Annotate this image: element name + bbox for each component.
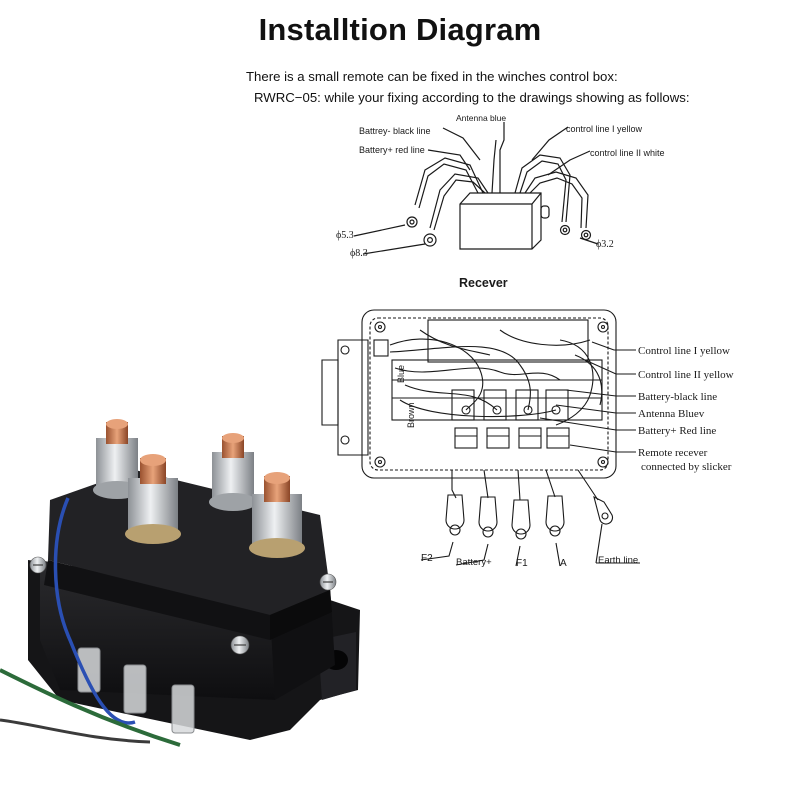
wire-battery-neg bbox=[414, 157, 484, 206]
callout-remote-1: Remote recever bbox=[638, 447, 708, 459]
terminal-post bbox=[209, 433, 257, 511]
label-control-2: control line II white bbox=[590, 148, 665, 158]
dim-left-bottom: ϕ8.3 bbox=[350, 248, 368, 259]
ring-terminal-battery bbox=[478, 496, 498, 532]
terminal-label-earth: Earth line bbox=[598, 555, 638, 566]
ring-terminal bbox=[559, 224, 571, 236]
callout-remote-2: connected by slicker bbox=[641, 461, 732, 473]
terminal-label-a: A bbox=[560, 558, 567, 569]
remote-labels: Antenna blue Battrey- black line Battery… bbox=[336, 113, 665, 290]
green-wire bbox=[0, 668, 181, 747]
intro-line-2: RWRC−05: while your fixing according to … bbox=[254, 90, 690, 105]
blue-wire bbox=[53, 497, 136, 725]
control-box-sketch bbox=[321, 309, 640, 567]
ring-terminal-earth bbox=[593, 495, 614, 525]
ring-terminal bbox=[406, 216, 418, 228]
terminal-post bbox=[125, 454, 181, 544]
ring-terminal bbox=[423, 233, 437, 247]
terminal-label-f1: F1 bbox=[516, 558, 528, 569]
callout-battery-pos: Battery+ Red line bbox=[638, 425, 716, 437]
terminal-label-f2: F2 bbox=[421, 553, 433, 564]
wire-antenna bbox=[499, 122, 505, 193]
callout-control-1: Control line I yellow bbox=[638, 345, 730, 357]
control-box-labels: Control line I yellow Control line II ye… bbox=[396, 345, 734, 569]
callout-battery-neg: Battery-black line bbox=[638, 391, 717, 403]
callout-antenna: Antenna Bluev bbox=[638, 408, 705, 420]
ring-terminal-a bbox=[545, 495, 565, 532]
ring-terminal bbox=[580, 229, 592, 241]
ring-terminal-f1 bbox=[511, 499, 531, 535]
page-title: Installtion Diagram bbox=[258, 12, 542, 47]
callout-control-2: Control line II yellow bbox=[638, 369, 734, 381]
contactor-photo bbox=[0, 419, 360, 747]
dim-right: ϕ3.2 bbox=[596, 239, 614, 250]
intro-line-1: There is a small remote can be fixed in … bbox=[246, 69, 618, 84]
ring-terminal-f2 bbox=[445, 494, 465, 530]
spade-connector bbox=[77, 647, 195, 734]
terminal-post bbox=[93, 419, 141, 499]
dim-left-top: ϕ5.3 bbox=[336, 230, 354, 241]
wire-control-2 bbox=[524, 171, 589, 229]
wire-label-blue: Blue bbox=[396, 365, 406, 383]
terminal-post bbox=[249, 472, 305, 558]
wire-battery-pos bbox=[429, 173, 489, 229]
remote-receiver-sketch bbox=[353, 122, 599, 255]
receiver-box bbox=[459, 192, 542, 250]
label-antenna: Antenna blue bbox=[456, 113, 506, 123]
label-battery-pos: Battery+ red line bbox=[359, 145, 425, 155]
caption-receiver: Recever bbox=[459, 276, 508, 290]
terminal-label-battery: Battery+ bbox=[456, 557, 492, 568]
control-box-housing bbox=[361, 309, 617, 479]
wire-label-brown: Brown bbox=[406, 402, 416, 428]
label-control-1: control line I yellow bbox=[566, 124, 643, 134]
label-battery-neg: Battrey- black line bbox=[359, 126, 431, 136]
